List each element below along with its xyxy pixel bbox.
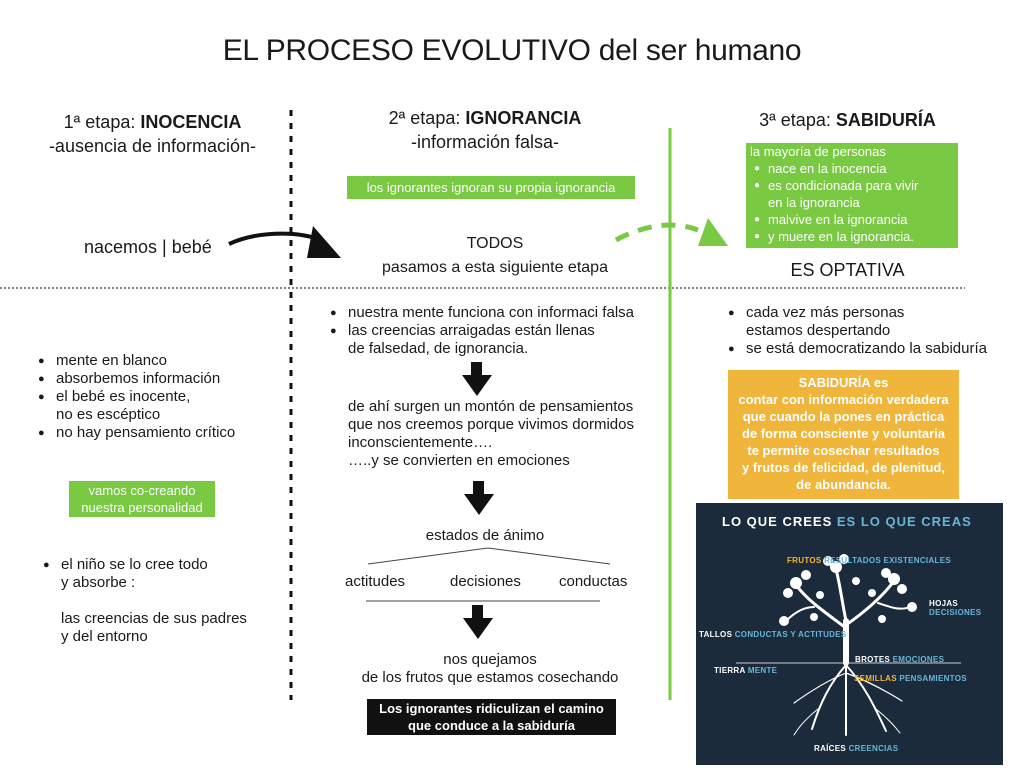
- dashed-green-arrow-icon: [614, 218, 728, 246]
- label-tierra-a: TIERRA: [714, 666, 746, 675]
- branch-actitudes: actitudes: [345, 573, 406, 590]
- label-hojas-a: HOJAS: [929, 599, 959, 608]
- nacemos-label: nacemos | bebé: [84, 237, 212, 257]
- poster-label-hojas: HOJAS DECISIONES: [929, 599, 1003, 617]
- stage-2-bullet-list: nuestra mente funciona con informaci fal…: [330, 304, 634, 358]
- label-brotes-a: BROTES: [855, 655, 891, 664]
- ignorancia-box: los ignorantes ignoran su propia ignoran…: [347, 176, 635, 199]
- page-title: EL PROCESO EVOLUTIVO del ser humano: [222, 34, 802, 67]
- list-item: no hay pensamiento crítico: [38, 424, 235, 442]
- label-raices-b: CREENCIAS: [848, 744, 899, 753]
- co-creando-box: vamos co-creando nuestra personalidad: [69, 481, 215, 517]
- label-tallos-b: CONDUCTAS Y ACTITUDES: [734, 630, 847, 639]
- todos-label: TODOS pasamos a esta siguiente etapa: [382, 235, 608, 276]
- label-raices-a: RAÍCES: [814, 744, 847, 753]
- label-brotes-b: EMOCIONES: [892, 655, 945, 664]
- poster-title-b: ES LO QUE CREAS: [836, 514, 972, 529]
- down-arrow-icon: [462, 362, 492, 396]
- stage-1-prefix: 1ª etapa:: [63, 112, 141, 132]
- label-semillas-a: SEMILLAS: [854, 674, 897, 683]
- stage-1-bullet-list: mente en blanco absorbemos información e…: [38, 352, 235, 442]
- list-item: las creencias arraigadas están llenas de…: [330, 322, 634, 358]
- poster-label-brotes: BROTES EMOCIONES: [855, 655, 944, 664]
- mayoria-box: la mayoría de personas nace en la inocen…: [746, 143, 958, 248]
- consequence-text: de ahí surgen un montón de pensamientos …: [348, 398, 634, 469]
- stage-1-name: INOCENCIA: [140, 112, 242, 132]
- stage-1-header: 1ª etapa: INOCENCIA -ausencia de informa…: [30, 110, 275, 158]
- list-item: absorbemos información: [38, 370, 235, 388]
- label-frutos-a: FRUTOS: [787, 556, 822, 565]
- stage-3-bullet-list: cada vez más personas estamos despertand…: [728, 304, 987, 358]
- poster-title: LO QUE CREES ES LO QUE CREAS: [722, 514, 972, 529]
- list-item: el bebé es inocente, no es escéptico: [38, 388, 235, 424]
- down-arrow-icon: [463, 605, 493, 639]
- list-item: y muere en la ignorancia.: [750, 228, 954, 245]
- label-frutos-b: RESULTADOS EXISTENCIALES: [824, 556, 951, 565]
- list-item: nuestra mente funciona con informaci fal…: [330, 304, 634, 322]
- stage-3-prefix: 3ª etapa:: [759, 110, 836, 130]
- curved-arrow-icon: [228, 226, 341, 258]
- list-item: el niño se lo cree todo y absorbe :: [43, 556, 208, 592]
- poster-title-a: LO QUE CREES: [722, 514, 833, 529]
- estados-label: estados de ánimo: [425, 527, 545, 544]
- sabiduria-box-body: contar con información verdadera que cua…: [738, 392, 949, 492]
- sabiduria-box: SABIDURÍA es contar con información verd…: [728, 370, 959, 499]
- child-note: las creencias de sus padres y del entorn…: [61, 610, 247, 645]
- stage-3-name: SABIDURÍA: [835, 110, 936, 130]
- tree-poster: LO QUE CREES ES LO QUE CREAS: [696, 503, 1003, 765]
- poster-label-raices: RAÍCES CREENCIAS: [814, 744, 898, 753]
- branch-conductas: conductas: [559, 573, 628, 590]
- down-arrow-icon: [464, 481, 494, 515]
- tree-illustration: [736, 554, 961, 736]
- mayoria-title: la mayoría de personas: [750, 144, 886, 159]
- list-item: es condicionada para vivir en la ignoran…: [750, 177, 954, 211]
- stage-1-subtitle: -ausencia de información-: [48, 136, 257, 156]
- stage-2-prefix: 2ª etapa:: [388, 108, 466, 128]
- list-item: cada vez más personas estamos despertand…: [728, 304, 987, 340]
- label-tierra-b: MENTE: [747, 666, 778, 675]
- list-item: mente en blanco: [38, 352, 235, 370]
- poster-label-tierra: TIERRA MENTE: [714, 666, 777, 675]
- list-item: se está democratizando la sabiduría: [728, 340, 987, 358]
- label-semillas-b: PENSAMIENTOS: [899, 674, 967, 683]
- poster-label-semillas: SEMILLAS PENSAMIENTOS: [854, 674, 967, 683]
- optativa-label: ES OPTATIVA: [790, 260, 905, 280]
- sabiduria-box-title: SABIDURÍA es: [798, 375, 889, 390]
- label-hojas-b: DECISIONES: [929, 608, 982, 617]
- stage-2-subtitle: -información falsa-: [410, 132, 560, 152]
- ridiculizan-box: Los ignorantes ridiculizan el camino que…: [367, 699, 616, 735]
- child-bullet: el niño se lo cree todo y absorbe :: [43, 556, 208, 592]
- list-item: nace en la inocencia: [750, 160, 954, 177]
- quejamos-text: nos quejamos de los frutos que estamos c…: [361, 651, 619, 686]
- poster-label-frutos: FRUTOS RESULTADOS EXISTENCIALES: [787, 556, 951, 565]
- poster-label-tallos: TALLOS CONDUCTAS Y ACTITUDES: [699, 630, 847, 639]
- stage-3-header: 3ª etapa: SABIDURÍA: [730, 108, 965, 132]
- stage-2-header: 2ª etapa: IGNORANCIA -información falsa-: [360, 106, 610, 154]
- stage-2-name: IGNORANCIA: [465, 108, 582, 128]
- list-item: malvive en la ignorancia: [750, 211, 954, 228]
- branch-lines: [366, 547, 611, 602]
- label-tallos-a: TALLOS: [699, 630, 733, 639]
- branch-decisiones: decisiones: [450, 573, 521, 590]
